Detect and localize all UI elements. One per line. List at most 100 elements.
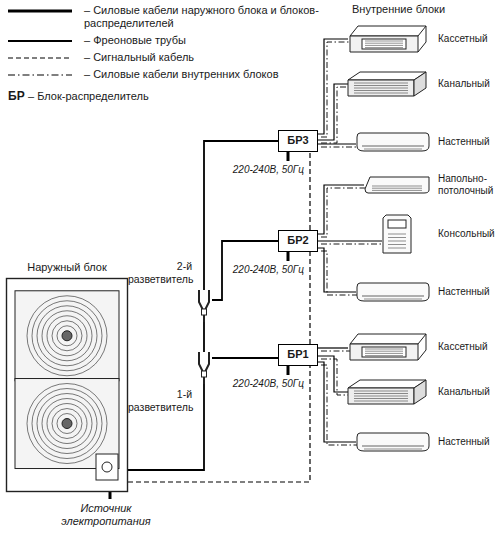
refrigerant-pipe (318, 347, 348, 348)
duct-shape (348, 378, 428, 406)
duct-unit: Канальный (348, 70, 428, 98)
branch-joint: 1-й разветвитель (196, 352, 212, 384)
refrigerant-pipe (318, 240, 382, 241)
unit-label: Настенный (438, 136, 490, 148)
signal-cable (309, 252, 310, 344)
legend-text: – Силовые кабели наружного блока и блоко… (84, 4, 324, 30)
unit-label: Консольный (438, 228, 495, 240)
legend-sample (8, 40, 72, 42)
refrigerant-pipe (318, 143, 356, 144)
refrigerant-pipe (318, 185, 364, 234)
indoor-connection (318, 248, 359, 295)
indoor-cable (321, 359, 351, 395)
outdoor-unit: Наружный блок (6, 278, 128, 492)
box-label: БР2 (287, 234, 308, 247)
outdoor-outline (7, 279, 128, 492)
indoor-cable (321, 365, 359, 445)
refrigerant-pipe (203, 322, 205, 352)
box-label: БР1 (287, 348, 308, 361)
indoor-cable (321, 244, 385, 245)
cassette-shape (348, 24, 428, 54)
wall-shape (356, 432, 430, 452)
cassette-unit: Кассетный (348, 332, 428, 362)
unit-label: Канальный (438, 386, 490, 398)
wall-outline (357, 133, 429, 151)
joint-outline (199, 290, 209, 322)
console-outline (383, 215, 411, 253)
cassette-outline (350, 26, 426, 52)
power-label: 220-240В, 50Гц (214, 264, 304, 276)
pipe-connection (204, 322, 205, 352)
indoor-cable (321, 351, 351, 352)
refrigerant-pipe (318, 84, 348, 140)
indoor-connection (318, 144, 359, 147)
legend-text: – Блок-распределитель (28, 90, 268, 103)
wall-unit: Настенный (356, 282, 430, 302)
pipe-connection (128, 384, 204, 470)
legend-sample (8, 74, 72, 75)
joint-shape (196, 290, 212, 322)
joint-label: 1-й разветвитель (128, 388, 192, 413)
floor-shape (364, 176, 430, 194)
wall-shape (356, 132, 430, 152)
box-label: БР3 (287, 134, 308, 147)
joint-outline (199, 352, 209, 384)
unit-label: Настенный (438, 286, 490, 298)
cassette-outline (350, 334, 426, 360)
floor-outline (365, 177, 429, 193)
indoor-connection (318, 84, 351, 143)
refrigerant-pipe (318, 248, 356, 292)
wall-shape (356, 282, 430, 302)
cassette-shape (348, 332, 428, 362)
pipe-connection (212, 358, 278, 359)
indoor-cable (321, 87, 351, 143)
group-heading: Внутренние блоки (352, 3, 492, 16)
power-cable (287, 152, 290, 161)
indoor-connection (318, 241, 385, 244)
distribution-box: БР2 (278, 230, 318, 252)
indoor-cable (321, 251, 359, 295)
signal-connection (128, 366, 310, 482)
signal-connection (310, 152, 311, 230)
branch-joint: 2-й разветвитель (196, 290, 212, 322)
refrigerant-pipe (212, 357, 278, 359)
joint-shape (196, 352, 212, 384)
distribution-box: БР3 (278, 130, 318, 152)
wall-unit: Настенный (356, 432, 430, 452)
power-cable (287, 252, 290, 261)
refrigerant-pipe (318, 39, 348, 134)
cassette-unit: Кассетный (348, 24, 428, 54)
indoor-cable (321, 42, 351, 137)
refrigerant-pipe (128, 384, 204, 470)
outdoor-shape (6, 278, 128, 492)
power-source-label: Источник электропитания (56, 502, 156, 528)
legend-text: – Фреоновые трубы (84, 34, 324, 47)
indoor-cable (321, 147, 359, 148)
power-label: 220-240В, 50Гц (214, 378, 304, 390)
wall-outline (357, 433, 429, 451)
legend-text: – Силовые кабели внутренних блоков (84, 68, 324, 81)
power-label: 220-240В, 50Гц (214, 164, 304, 176)
console-shape (382, 214, 412, 254)
duct-outline (348, 72, 426, 96)
signal-connection (310, 252, 311, 344)
floor-ceiling-unit: Напольно-потолочный (364, 176, 430, 194)
wall-unit: Настенный (356, 132, 430, 152)
wall-outline (357, 283, 429, 301)
legend-text: – Сигнальный кабель (84, 51, 324, 64)
unit-label: Кассетный (438, 341, 488, 353)
unit-label: Напольно-потолочный (438, 173, 493, 197)
duct-shape (348, 70, 428, 98)
unit-label: Канальный (438, 78, 490, 90)
legend-abbreviation: БР (8, 89, 28, 103)
duct-outline (348, 380, 426, 404)
unit-label: Настенный (438, 436, 490, 448)
indoor-connection (318, 348, 351, 351)
indoor-connection (318, 185, 367, 237)
joint-label: 2-й разветвитель (128, 260, 192, 285)
signal-cable (128, 366, 310, 482)
signal-cable (309, 152, 310, 230)
legend-sample (8, 10, 72, 13)
console-unit: Консольный (382, 214, 412, 254)
